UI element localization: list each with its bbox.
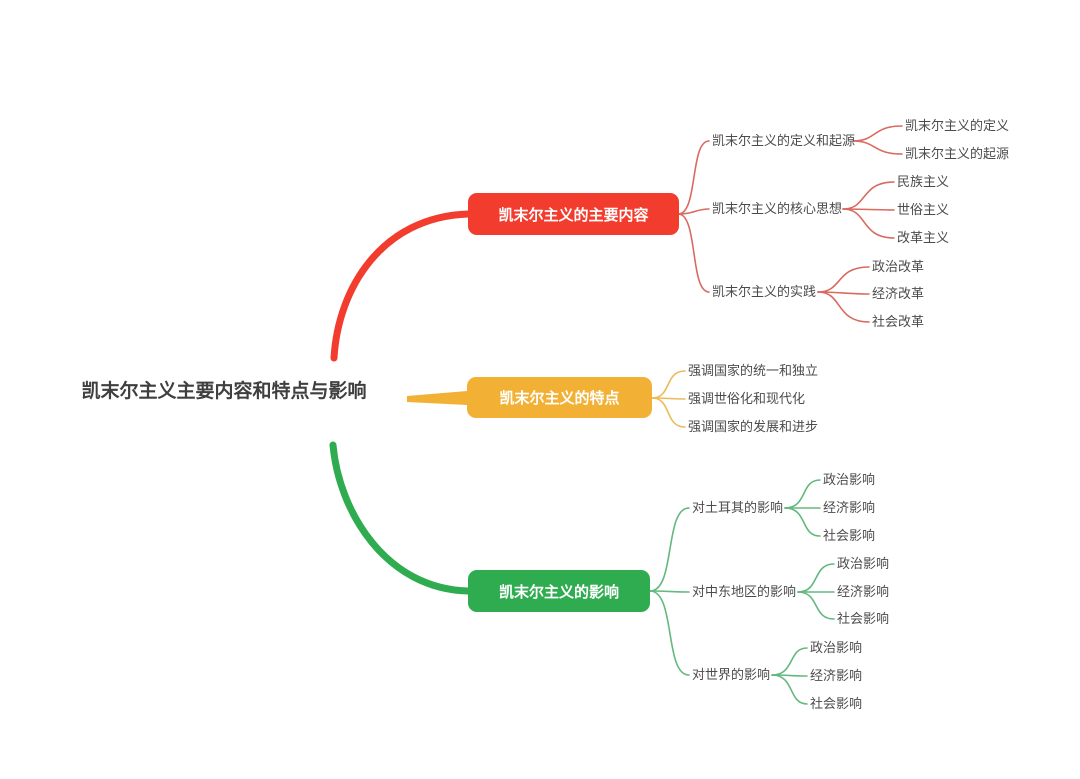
connector [817,266,870,293]
connector [649,590,690,676]
leaf-node[interactable]: 社会影响 [823,528,876,543]
leaf-node[interactable]: 世俗主义 [897,202,950,217]
leaf-node[interactable]: 经济影响 [810,668,863,683]
connector [842,181,895,210]
leaf-node[interactable]: 政治影响 [837,556,890,571]
connector [651,370,686,399]
leaf-node[interactable]: 经济影响 [837,584,890,599]
branch-node-main-content[interactable]: 凯末尔主义的主要内容 [468,193,679,235]
connector [649,507,690,592]
subtopic-node-definition-origin[interactable]: 凯末尔主义的定义和起源 [712,133,856,148]
root-node[interactable]: 凯末尔主义主要内容和特点与影响 [81,381,367,402]
connector [649,590,690,593]
subtopic-node-unity-independence[interactable]: 强调国家的统一和独立 [688,363,819,378]
connector [784,507,821,537]
leaf-node[interactable]: 政治改革 [872,259,925,274]
subtopic-node-develop-progress[interactable]: 强调国家的发展和进步 [688,419,819,434]
connector-root-features [407,391,467,405]
connector [771,647,808,676]
connector [784,479,821,509]
leaf-node[interactable]: 凯末尔主义的起源 [905,146,1010,161]
connector [852,125,903,142]
leaf-node[interactable]: 民族主义 [897,174,950,189]
connector-root-main-content [330,210,472,362]
subtopic-node-secular-modern[interactable]: 强调世俗化和现代化 [688,391,806,406]
connector [678,140,710,215]
connector [678,208,710,215]
leaf-node[interactable]: 经济影响 [823,500,876,515]
leaf-node[interactable]: 社会影响 [837,611,890,626]
connector [852,140,903,155]
connector [817,291,870,323]
leaf-node[interactable]: 社会影响 [810,696,863,711]
connector [797,591,835,620]
subtopic-node-mideast-influence[interactable]: 对中东地区的影响 [692,584,797,599]
connector [678,213,710,293]
leaf-node[interactable]: 凯末尔主义的定义 [905,118,1010,133]
leaf-node[interactable]: 社会改革 [872,314,925,329]
branch-node-features[interactable]: 凯末尔主义的特点 [467,377,652,418]
subtopic-node-core-ideas[interactable]: 凯末尔主义的核心思想 [712,201,843,216]
leaf-node[interactable]: 政治影响 [810,640,863,655]
leaf-node[interactable]: 政治影响 [823,472,876,487]
leaf-node[interactable]: 改革主义 [897,230,950,245]
connector [797,563,835,593]
branch-node-influence[interactable]: 凯末尔主义的影响 [468,570,650,612]
connector [651,397,686,428]
subtopic-node-world-influence[interactable]: 对世界的影响 [692,667,771,682]
leaf-node[interactable]: 经济改革 [872,286,925,301]
subtopic-node-practice[interactable]: 凯末尔主义的实践 [712,284,817,299]
connector-root-influence [329,441,472,595]
connector [842,208,895,239]
connector [771,674,808,705]
subtopic-node-turkey-influence[interactable]: 对土耳其的影响 [692,500,784,515]
